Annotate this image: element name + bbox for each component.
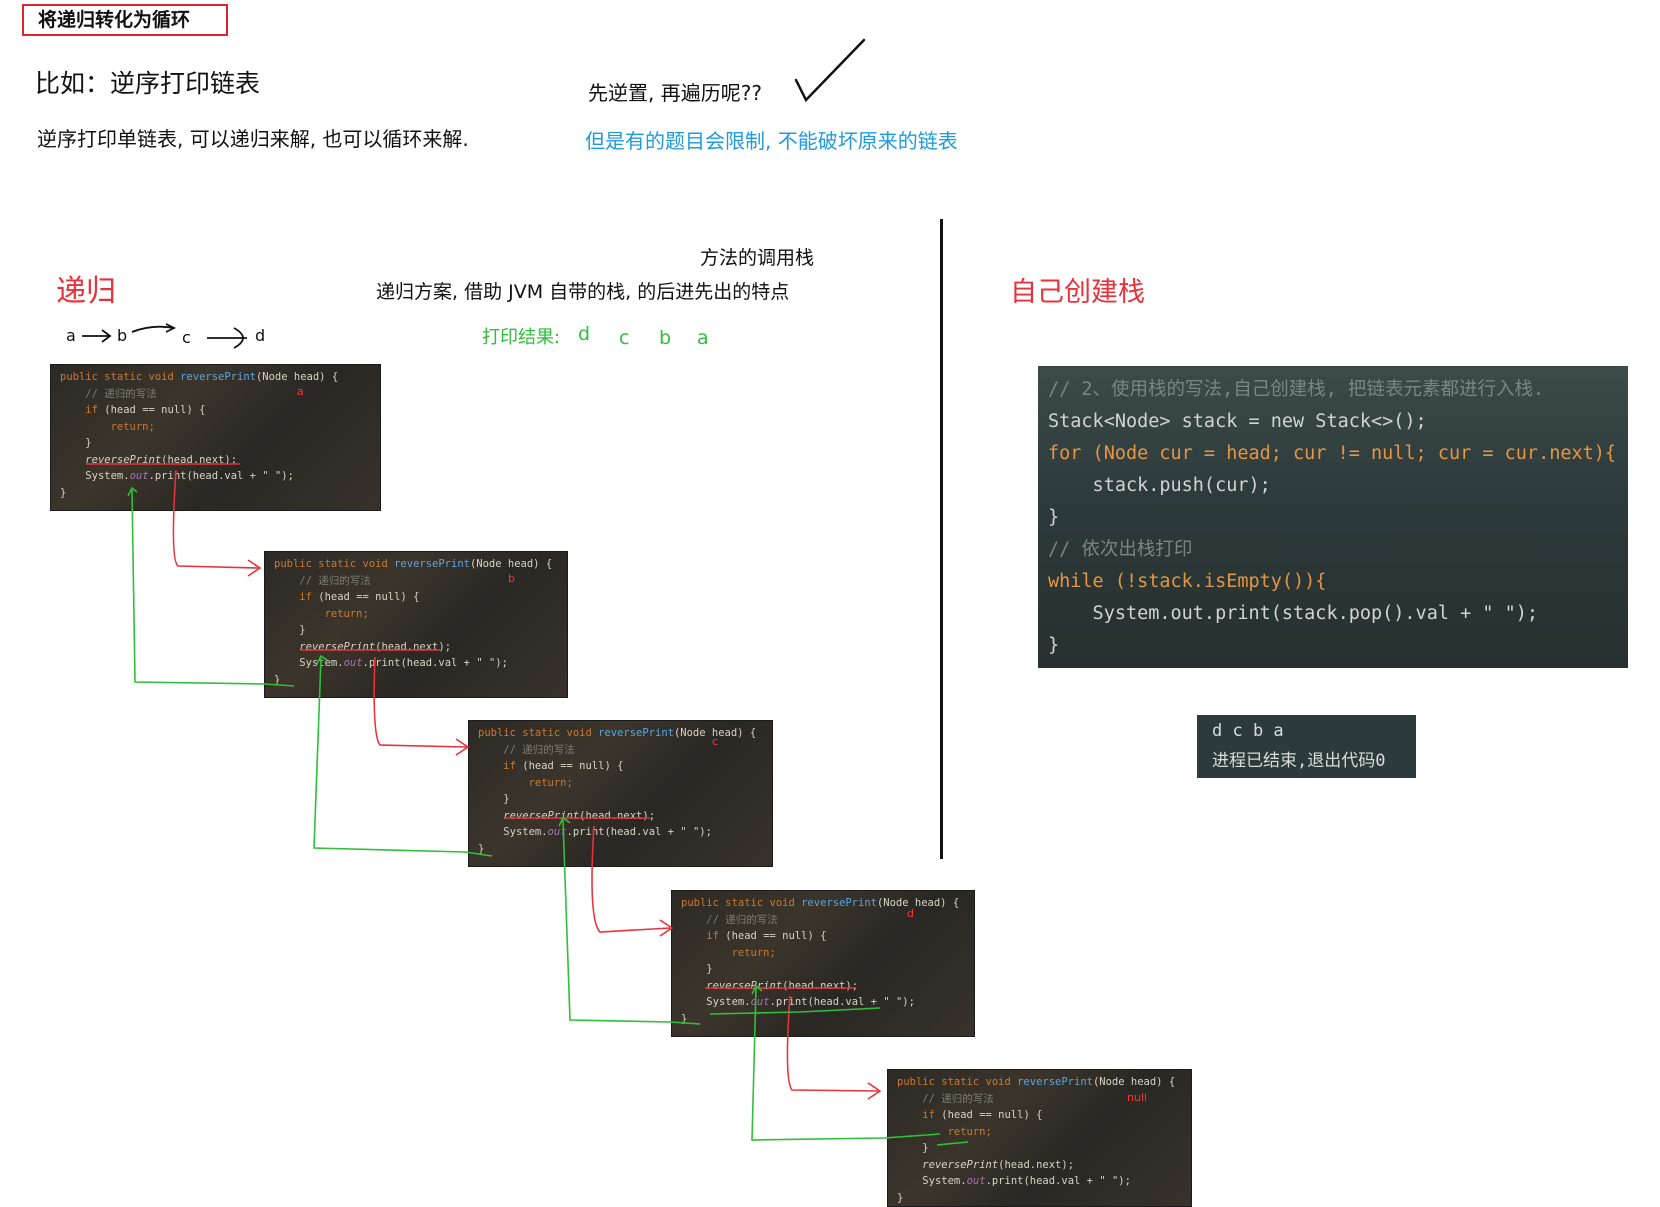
console-output-line: d c b a	[1212, 721, 1284, 741]
console-exit-line: 进程已结束,退出代码0	[1212, 751, 1385, 771]
stack-solution-label: 自己创建栈	[1010, 270, 1145, 309]
section-divider	[940, 219, 943, 859]
stack-code-block: // 2、使用栈的写法,自己创建栈, 把链表元素都进行入栈. Stack<Nod…	[1038, 366, 1628, 668]
console-output: d c b a 进程已结束,退出代码0	[1197, 715, 1416, 778]
